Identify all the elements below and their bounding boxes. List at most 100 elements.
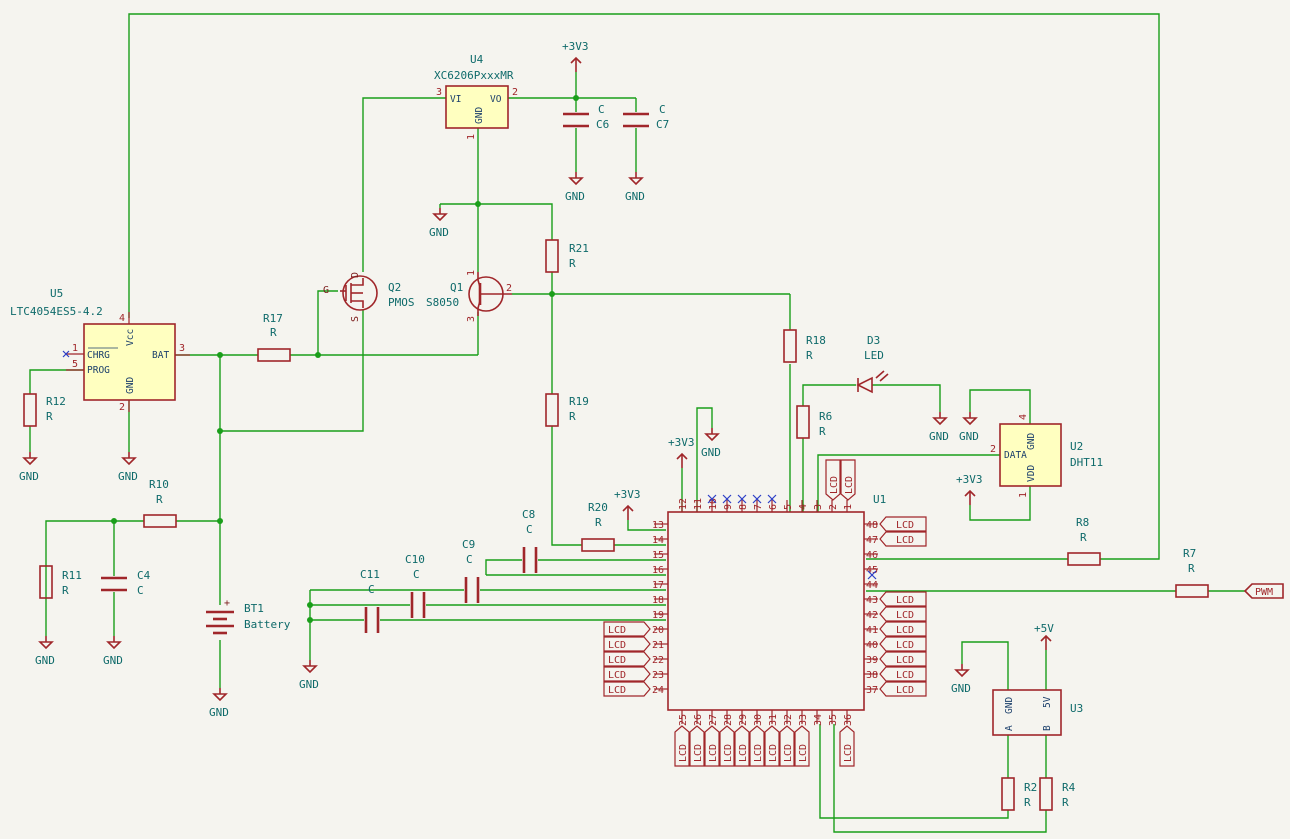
u1-pin-number: 32 (783, 714, 794, 726)
lcd-net-label[interactable]: LCD (879, 516, 927, 532)
lcd-net-label[interactable]: LCD (840, 459, 856, 501)
capacitor-c10[interactable]: C10 C (405, 553, 426, 618)
lcd-net-label[interactable]: LCD (719, 725, 735, 767)
capacitor-c8[interactable]: C8 C (522, 508, 538, 573)
lcd-net-label[interactable]: LCD (603, 681, 651, 697)
pwm-net-label[interactable]: PWM (1243, 583, 1284, 599)
u2-dht11[interactable]: DATA GND VDD 2 4 1 U2 DHT11 (990, 414, 1103, 498)
lcd-net-label[interactable]: LCD (674, 725, 690, 767)
lcd-net-label[interactable]: LCD (879, 621, 927, 637)
resistor-r20[interactable]: R20 R (581, 501, 615, 552)
lcd-net-label[interactable]: LCD (749, 725, 765, 767)
lcd-net-label[interactable]: LCD (603, 666, 651, 682)
u4-regulator[interactable]: VI VO GND 3 2 1 U4 XC6206PxxxMR (434, 53, 518, 140)
q2-pmos[interactable]: G D S Q2 PMOS (323, 272, 415, 322)
u1-pin-number: 14 (652, 535, 664, 546)
capacitor-c4[interactable]: C4 C (101, 569, 151, 597)
u4-value: XC6206PxxxMR (434, 69, 514, 82)
u2-pin-num: 1 (1018, 492, 1029, 498)
u5-pin-num: 4 (119, 313, 125, 324)
led-d3[interactable]: D3 LED (856, 334, 889, 394)
capacitor-c11[interactable]: C11 C (360, 568, 380, 633)
q2-pin-s: S (350, 316, 361, 322)
gnd-symbol: GND (701, 427, 721, 459)
power-3v3-symbol: +3V3 (562, 40, 589, 73)
lcd-net-label[interactable]: LCD (879, 636, 927, 652)
lcd-net-label[interactable]: LCD (879, 651, 927, 667)
u1-pin-number: 36 (843, 714, 854, 726)
capacitor-c6[interactable]: C C6 (563, 103, 609, 131)
resistor-r7[interactable]: R7 R (1175, 547, 1209, 598)
gnd-label: GND (209, 706, 229, 719)
lcd-net-label[interactable]: LCD (689, 725, 705, 767)
u4-pin-num: 3 (436, 87, 442, 98)
lcd-net-label[interactable]: LCD (603, 651, 651, 667)
gnd-label: GND (19, 470, 39, 483)
lcd-net-label[interactable]: LCD (704, 725, 720, 767)
lcd-net-label[interactable]: LCD (734, 725, 750, 767)
u4-pin-vo: VO (490, 94, 502, 105)
resistor-r6[interactable]: R6 R (796, 405, 832, 439)
power-3v3-symbol: +3V3 (668, 436, 695, 469)
u3-module[interactable]: GND 5V A B U3 (992, 689, 1083, 736)
u1-pin-number: 44 (866, 580, 878, 591)
u1-pin-number: 35 (828, 714, 839, 726)
resistor-r18[interactable]: R18 R (783, 329, 826, 363)
lcd-net-label[interactable]: LCD (879, 681, 927, 697)
lcd-net-label[interactable]: LCD (879, 606, 927, 622)
u5-value: LTC4054ES5-4.2 (10, 305, 103, 318)
resistor-r4[interactable]: R4 R (1039, 777, 1076, 811)
resistor-r21[interactable]: R21 R (545, 239, 589, 273)
c6-value: C (598, 103, 605, 116)
lcd-label-text: LCD (896, 685, 914, 696)
u1-pin-number: 46 (866, 550, 878, 561)
lcd-label-text: LCD (608, 655, 626, 666)
u2-value: DHT11 (1070, 456, 1103, 469)
lcd-label-text: LCD (896, 655, 914, 666)
resistor-r11[interactable]: R11 R (39, 565, 82, 599)
bt1-value: Battery (244, 618, 291, 631)
u5-pin-num: 5 (72, 359, 78, 370)
lcd-net-label[interactable]: LCD (839, 725, 855, 767)
gnd-symbol: GND (625, 171, 645, 203)
u1-pin-number: 23 (652, 670, 664, 681)
c11-value: C (368, 583, 375, 596)
u3-pin-5v: 5V (1042, 696, 1053, 708)
u1-pin-number: 21 (652, 640, 664, 651)
lcd-net-label[interactable]: LCD (603, 621, 651, 637)
resistor-r2[interactable]: R2 R (1001, 777, 1037, 811)
u1-pin-number: 29 (738, 714, 749, 726)
resistor-r19[interactable]: R19 R (545, 393, 589, 427)
u1-pin-number: 40 (866, 640, 878, 651)
lcd-net-label[interactable]: LCD (779, 725, 795, 767)
u2-pin-vdd: VDD (1026, 465, 1037, 482)
lcd-net-label[interactable]: LCD (764, 725, 780, 767)
lcd-net-label[interactable]: LCD (879, 591, 927, 607)
gnd-label: GND (625, 190, 645, 203)
resistor-r17[interactable]: R17 R (257, 312, 291, 362)
lcd-net-label[interactable]: LCD (794, 725, 810, 767)
lcd-net-label[interactable]: LCD (603, 636, 651, 652)
u1-pin-number: 33 (798, 714, 809, 726)
gnd-symbol: GND (118, 451, 138, 483)
q1-npn[interactable]: 1 2 3 Q1 S8050 (426, 270, 512, 322)
lcd-net-label[interactable]: LCD (879, 531, 927, 547)
u5-charger[interactable]: CHRG PROG BAT Vcc GND 1 5 4 2 3 U5 LTC40… (10, 287, 190, 413)
resistor-r8[interactable]: R8 R (1067, 516, 1101, 566)
resistor-r10[interactable]: R10 R (143, 478, 177, 528)
resistor-r12[interactable]: R12 R (23, 393, 66, 427)
lcd-net-label[interactable]: LCD (825, 459, 841, 501)
u5-pin-prog: PROG (87, 365, 110, 376)
power-label: +3V3 (956, 473, 983, 486)
c4-value: C (137, 584, 144, 597)
capacitor-c9[interactable]: C9 C (462, 538, 480, 603)
u4-pin-vi: VI (450, 94, 461, 105)
capacitor-c7[interactable]: C C7 (623, 103, 669, 131)
r17-value: R (270, 326, 277, 339)
battery-bt1[interactable]: + BT1 Battery (206, 598, 291, 635)
lcd-net-label[interactable]: LCD (879, 666, 927, 682)
lcd-label-text: LCD (896, 535, 914, 546)
q1-pin-num: 1 (466, 270, 477, 276)
u2-pin-num: 2 (990, 444, 996, 455)
